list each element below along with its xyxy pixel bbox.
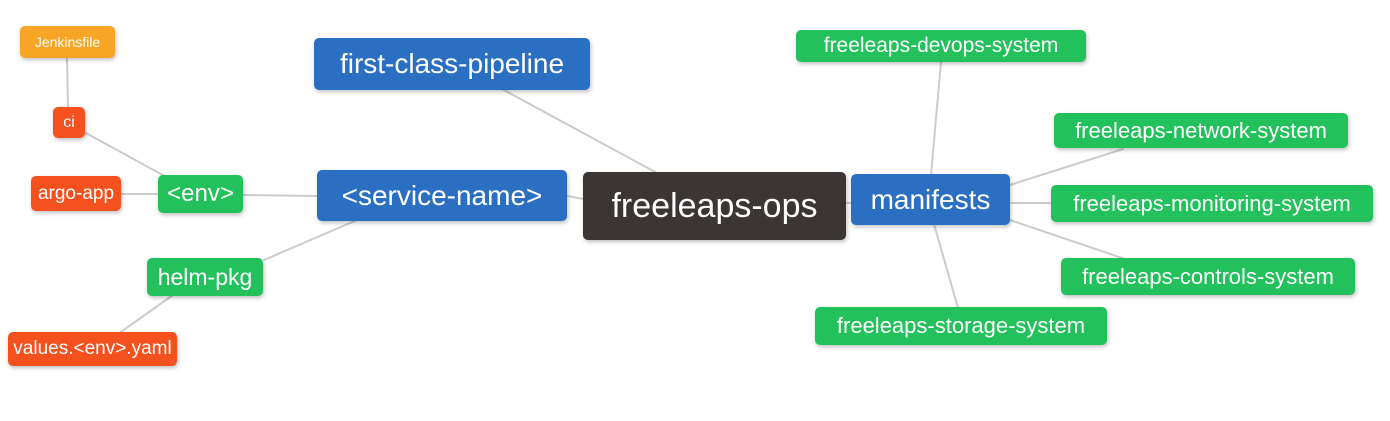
node-argo-app[interactable]: argo-app [31,176,121,211]
node-manifests[interactable]: manifests [851,174,1010,225]
edge-helm-pkg-service-name [263,219,358,261]
edge-manifests-devops [930,61,942,176]
edge-fcp-ops [501,88,658,174]
node-freeleaps-network-system[interactable]: freeleaps-network-system [1054,113,1348,148]
edge-env-service-name [242,194,318,197]
edge-jenkinsfile-ci [66,57,69,109]
node-freeleaps-devops-system[interactable]: freeleaps-devops-system [796,30,1086,62]
edge-values-helm-pkg [117,294,174,335]
edge-manifests-network [1009,148,1124,186]
node-jenkinsfile[interactable]: Jenkinsfile [20,26,115,58]
node-freeleaps-ops-root[interactable]: freeleaps-ops [583,172,846,240]
edge-manifests-storage [933,223,959,309]
edge-service-name-ops [566,195,585,200]
node-freeleaps-storage-system[interactable]: freeleaps-storage-system [815,307,1107,345]
node-freeleaps-monitoring-system[interactable]: freeleaps-monitoring-system [1051,185,1373,222]
node-helm-pkg[interactable]: helm-pkg [147,258,263,296]
node-env[interactable]: <env> [158,175,243,213]
node-first-class-pipeline[interactable]: first-class-pipeline [314,38,590,90]
node-values-env-yaml[interactable]: values.<env>.yaml [8,332,177,366]
node-ci[interactable]: ci [53,107,85,138]
node-freeleaps-controls-system[interactable]: freeleaps-controls-system [1061,258,1355,295]
node-service-name[interactable]: <service-name> [317,170,567,221]
edge-manifests-controls [1009,219,1126,260]
edge-ci-env [83,131,171,180]
